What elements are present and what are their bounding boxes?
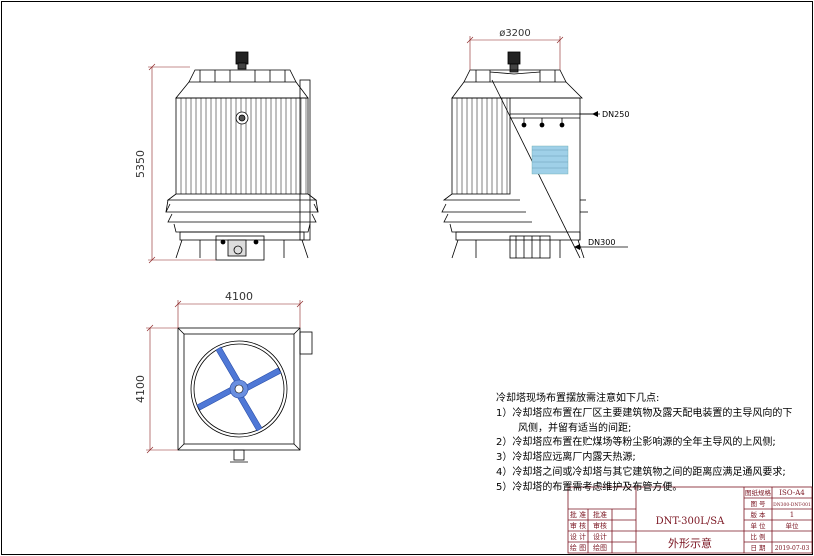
tb-value-1: DN300-DNT-001 xyxy=(773,502,811,508)
tb-value-5: 2019-07-03 xyxy=(775,545,810,552)
tb-value-0: ISO-A4 xyxy=(779,489,805,497)
plan-view xyxy=(177,327,313,463)
layout-notes: 冷却塔现场布置摆放需注意如下几点: 1）冷却塔应布置在厂区主要建筑物及露天配电装… xyxy=(496,392,806,496)
tb-model: DNT-300L/SA xyxy=(656,516,725,527)
note-item-1-cont: 风侧，并留有适当的间距; xyxy=(518,422,632,434)
title-block xyxy=(567,486,813,554)
note-item-5: 5）冷却塔的布置需考虑维护及布管方便。 xyxy=(496,481,683,493)
side-view xyxy=(441,51,628,259)
note-item-4: 4）冷却塔之间或冷却塔与其它建筑物之间的距离应满足通风要求; xyxy=(496,466,786,478)
tb-name-0: 批准 xyxy=(593,510,607,519)
motor-icon xyxy=(235,51,249,65)
diameter-label: ø3200 xyxy=(499,28,531,39)
tb-name-1: 审核 xyxy=(593,521,607,530)
diameter-dimension xyxy=(466,36,564,70)
tb-value-3: 单位 xyxy=(786,521,800,530)
plan-dimensions xyxy=(146,300,304,454)
plan-width-label: 4100 xyxy=(225,290,253,303)
tb-role-1: 审 核 xyxy=(570,521,586,530)
inlet-pipe-label: DN250 xyxy=(602,110,629,119)
front-view xyxy=(165,51,319,261)
tb-drawing-name: 外形示意 xyxy=(668,536,712,550)
title-block-text: 批 准 批准 审 核 审核 设 计 设计 绘 图 绘图 DNT-300L/SA … xyxy=(570,488,811,552)
tb-label-1: 图 号 xyxy=(750,500,766,508)
fan-blades-icon xyxy=(196,346,282,432)
pipe-arrows xyxy=(574,111,598,250)
tb-label-0: 图纸规格 xyxy=(745,488,772,497)
tb-name-2: 设计 xyxy=(593,532,607,541)
tb-role-0: 批 准 xyxy=(570,510,586,519)
note-item-2: 2）冷却塔应布置在贮煤场等粉尘影响源的全年主导风的上风侧; xyxy=(496,437,776,449)
notes-title: 冷却塔现场布置摆放需注意如下几点: xyxy=(496,393,660,404)
fill-media xyxy=(531,145,569,175)
tb-name-3: 绘图 xyxy=(593,543,607,552)
tb-label-2: 版 本 xyxy=(750,510,766,519)
tb-label-4: 比 例 xyxy=(750,532,765,541)
tb-role-3: 绘 图 xyxy=(570,543,586,552)
tb-label-5: 日 期 xyxy=(750,544,766,552)
tb-value-2: 1 xyxy=(790,511,794,519)
front-height-label: 5350 xyxy=(134,150,147,178)
note-item-1: 1）冷却塔应布置在厂区主要建筑物及露天配电装置的主导风向的下 xyxy=(496,407,793,419)
outlet-pipe-label: DN300 xyxy=(588,238,615,247)
front-height-dimension xyxy=(148,63,216,264)
tb-label-3: 单 位 xyxy=(750,521,766,530)
plan-depth-label: 4100 xyxy=(134,375,147,403)
note-item-3: 3）冷却塔应远离厂内露天热源; xyxy=(496,452,636,464)
tb-role-2: 设 计 xyxy=(570,532,586,541)
